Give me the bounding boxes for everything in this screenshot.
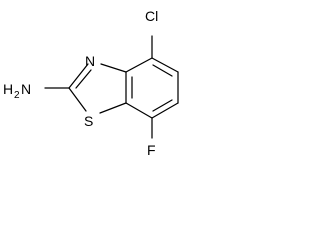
chlorine-label: Cl — [145, 8, 158, 24]
fluorine-label: F — [147, 142, 156, 158]
amine-n-label: N — [21, 81, 31, 97]
sulfur-label: S — [84, 113, 93, 129]
bond-c3a-n3 — [100, 63, 127, 73]
amine-h-count: 2 — [14, 90, 20, 101]
bond-c6-c7 — [151, 102, 179, 119]
bond-c3a-c4 — [125, 57, 153, 73]
chemical-structure-diagram: H 2 N N S Cl F — [3, 8, 179, 158]
double-bond-c4-c5-inner — [152, 64, 173, 77]
bond-s1-c7a — [99, 102, 127, 114]
amine-h-label: H — [3, 81, 13, 97]
bond-c4-c5 — [151, 57, 179, 73]
ring-nitrogen-label: N — [85, 53, 95, 69]
bond-c2-s1 — [68, 87, 87, 112]
double-bond-n3-c2-inner — [75, 69, 92, 89]
bond-n3-c2 — [68, 63, 89, 89]
double-bond-c6-c7-inner — [152, 99, 173, 112]
bond-c7-c7a — [125, 102, 153, 119]
